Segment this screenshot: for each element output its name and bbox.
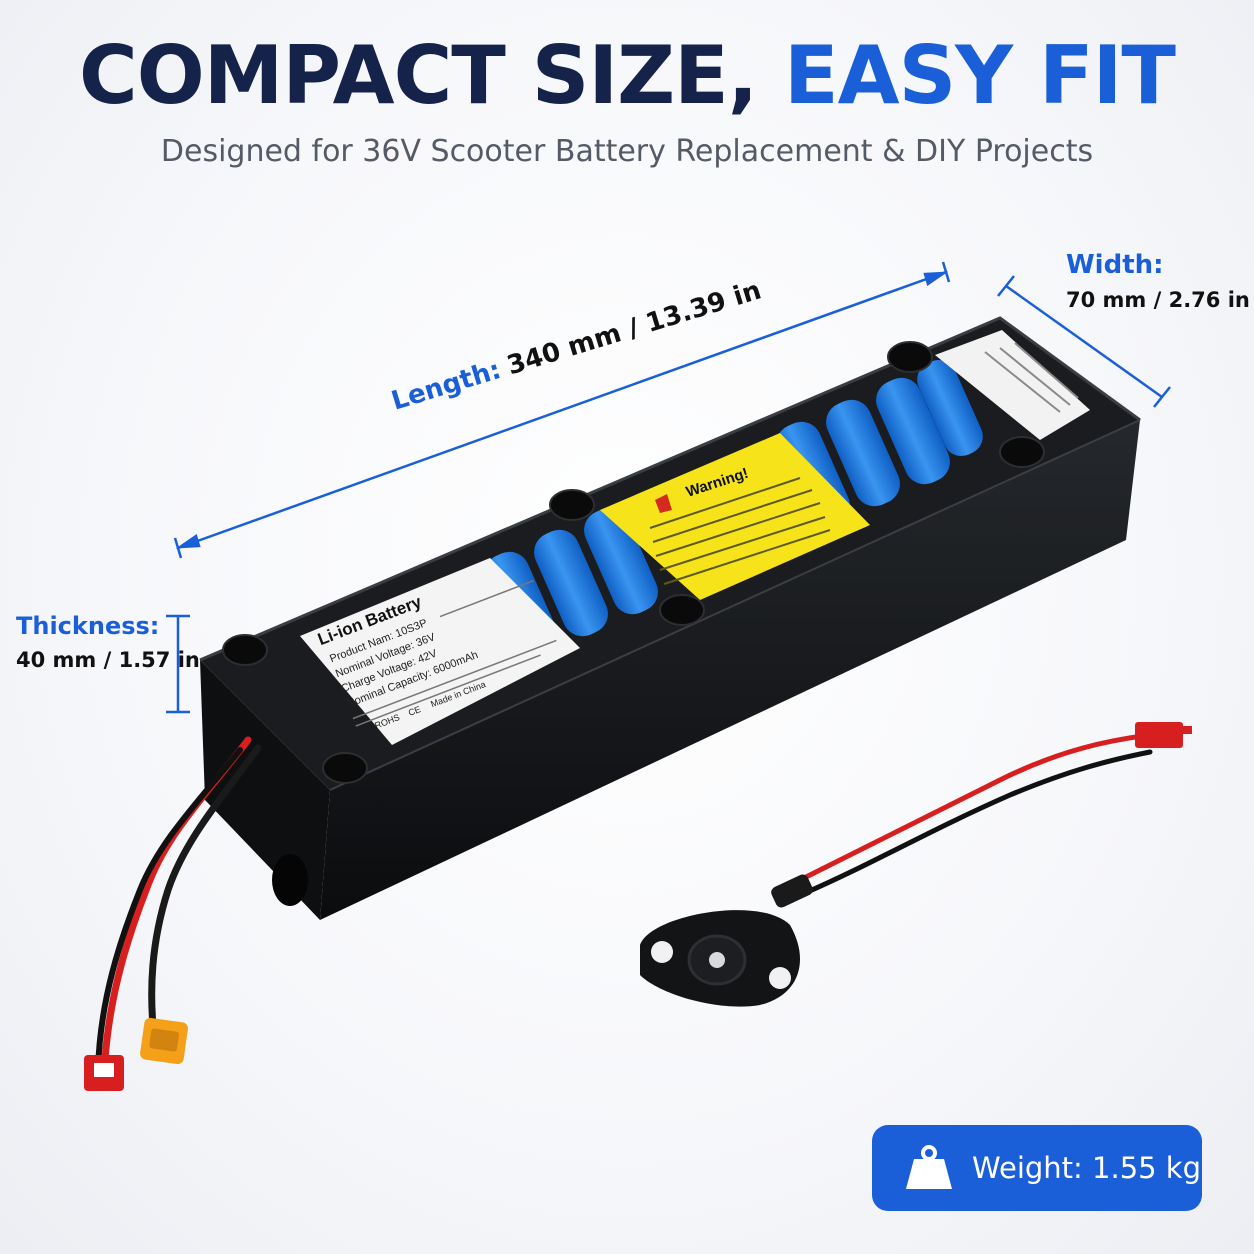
spec-sticker-rear bbox=[935, 330, 1090, 440]
output-cables bbox=[95, 736, 262, 1073]
headline-part-1: COMPACT SIZE, bbox=[79, 29, 758, 122]
width-dimension-line bbox=[997, 275, 1171, 408]
weight-badge: Weight: 1.55 kg bbox=[872, 1125, 1202, 1211]
headline: COMPACT SIZE, EASY FIT bbox=[0, 30, 1254, 122]
red-connector bbox=[84, 1055, 124, 1091]
warning-label: Warning! bbox=[600, 433, 870, 600]
battery-label-mark-ce: CE bbox=[407, 704, 422, 718]
weight-text: Weight: 1.55 kg bbox=[972, 1151, 1202, 1185]
length-dimension-line bbox=[173, 261, 951, 559]
thickness-dimension-line bbox=[166, 614, 190, 714]
warning-text-lines bbox=[649, 477, 831, 585]
charge-port bbox=[640, 874, 813, 1007]
subtitle: Designed for 36V Scooter Battery Replace… bbox=[160, 134, 1094, 169]
thickness-label-value: 40 mm / 1.57 in bbox=[16, 648, 200, 672]
battery-pack: Warning! Li-ion Battery Product bbox=[199, 316, 1141, 920]
rubber-feet bbox=[222, 341, 1045, 784]
xt30-connector bbox=[140, 1017, 188, 1065]
thickness-label-key: Thickness: bbox=[16, 612, 160, 640]
charge-port-cable bbox=[797, 732, 1153, 896]
headline-part-2: EASY FIT bbox=[784, 29, 1176, 122]
charge-port-connector bbox=[1135, 722, 1192, 748]
width-label-value: 70 mm / 2.76 in bbox=[1066, 288, 1250, 312]
weight-icon bbox=[906, 1145, 952, 1189]
width-label-key: Width: bbox=[1066, 250, 1164, 280]
